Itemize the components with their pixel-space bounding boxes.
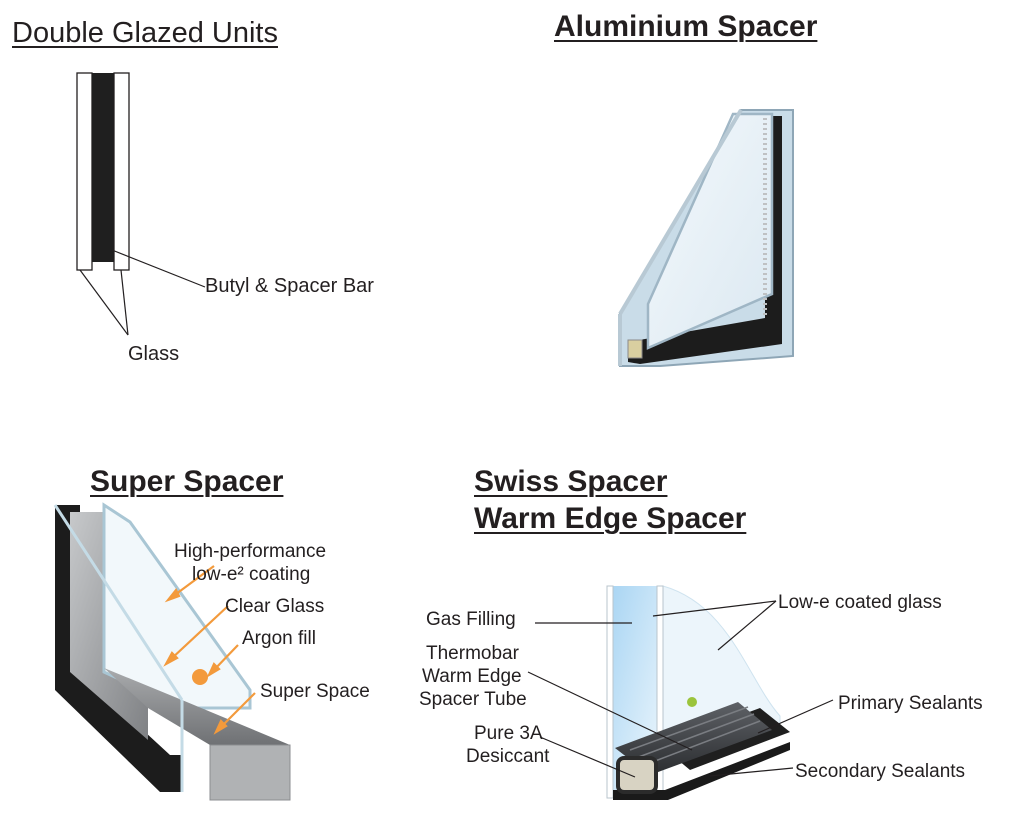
butyl-spacer-bar bbox=[92, 73, 114, 262]
sw-logo-mark bbox=[687, 697, 697, 707]
ss-black-sealant bbox=[55, 505, 182, 792]
argon-fill-dot bbox=[192, 669, 208, 685]
double-glazed-section bbox=[76, 72, 206, 336]
super-spacer-title: Super Spacer bbox=[90, 465, 284, 498]
ss-super-space-bar-top bbox=[104, 668, 290, 745]
swiss-spacer-figure bbox=[527, 585, 834, 800]
glass-leader-left bbox=[79, 269, 129, 336]
aluminium-spacer-title: Aluminium Spacer bbox=[554, 10, 818, 43]
clear-glass-label: Clear Glass bbox=[225, 596, 325, 617]
thermobar-label-line1: Thermobar bbox=[426, 643, 519, 664]
secondary-sealants-label: Secondary Sealants bbox=[795, 761, 966, 782]
thermobar-label-line3: Spacer Tube bbox=[419, 689, 527, 710]
sw-lowe-glass-curve bbox=[662, 585, 781, 731]
glass-pane-left bbox=[76, 72, 93, 271]
ss-super-space-bar-face bbox=[209, 744, 291, 801]
super-space-label: Super Space bbox=[260, 681, 370, 702]
butyl-leader-line bbox=[111, 249, 206, 288]
double-glazed-units-title: Double Glazed Units bbox=[12, 17, 278, 49]
glass-label: Glass bbox=[128, 343, 180, 365]
primary-sealants-label: Primary Sealants bbox=[838, 693, 983, 714]
sw-desiccant-end bbox=[616, 756, 658, 794]
gas-filling-label: Gas Filling bbox=[426, 609, 516, 630]
thermobar-label-line2: Warm Edge bbox=[422, 666, 522, 687]
swiss-spacer-title: Swiss Spacer bbox=[474, 465, 668, 498]
aluminium-spacer-figure bbox=[618, 108, 794, 367]
butyl-spacer-bar-label: Butyl & Spacer Bar bbox=[205, 275, 374, 297]
ss-grey-spacer-face bbox=[70, 512, 148, 740]
coating-label-line1: High-performance bbox=[174, 541, 327, 562]
sw-spacer-tube bbox=[615, 702, 772, 775]
glass-pane-right bbox=[113, 72, 130, 271]
coating-label-line2: low-e² coating bbox=[192, 564, 311, 585]
lowe-coated-glass-label: Low-e coated glass bbox=[778, 592, 942, 613]
desiccant-label-line1: Pure 3A bbox=[474, 723, 543, 744]
al-spacer-end bbox=[627, 339, 643, 359]
warm-edge-spacer-title: Warm Edge Spacer bbox=[474, 502, 747, 535]
super-spacer-figure bbox=[53, 502, 291, 801]
sw-leader-lines bbox=[527, 600, 834, 778]
desiccant-label-line2: Desiccant bbox=[466, 746, 550, 767]
al-glass-front bbox=[646, 112, 774, 350]
glass-leader-right bbox=[120, 269, 129, 336]
ss-orange-arrows bbox=[163, 565, 256, 735]
sw-glass-edge-left bbox=[606, 585, 614, 799]
argon-fill-label: Argon fill bbox=[242, 628, 316, 649]
ss-glass-pane bbox=[102, 502, 252, 710]
sw-secondary-sealant bbox=[613, 742, 790, 800]
